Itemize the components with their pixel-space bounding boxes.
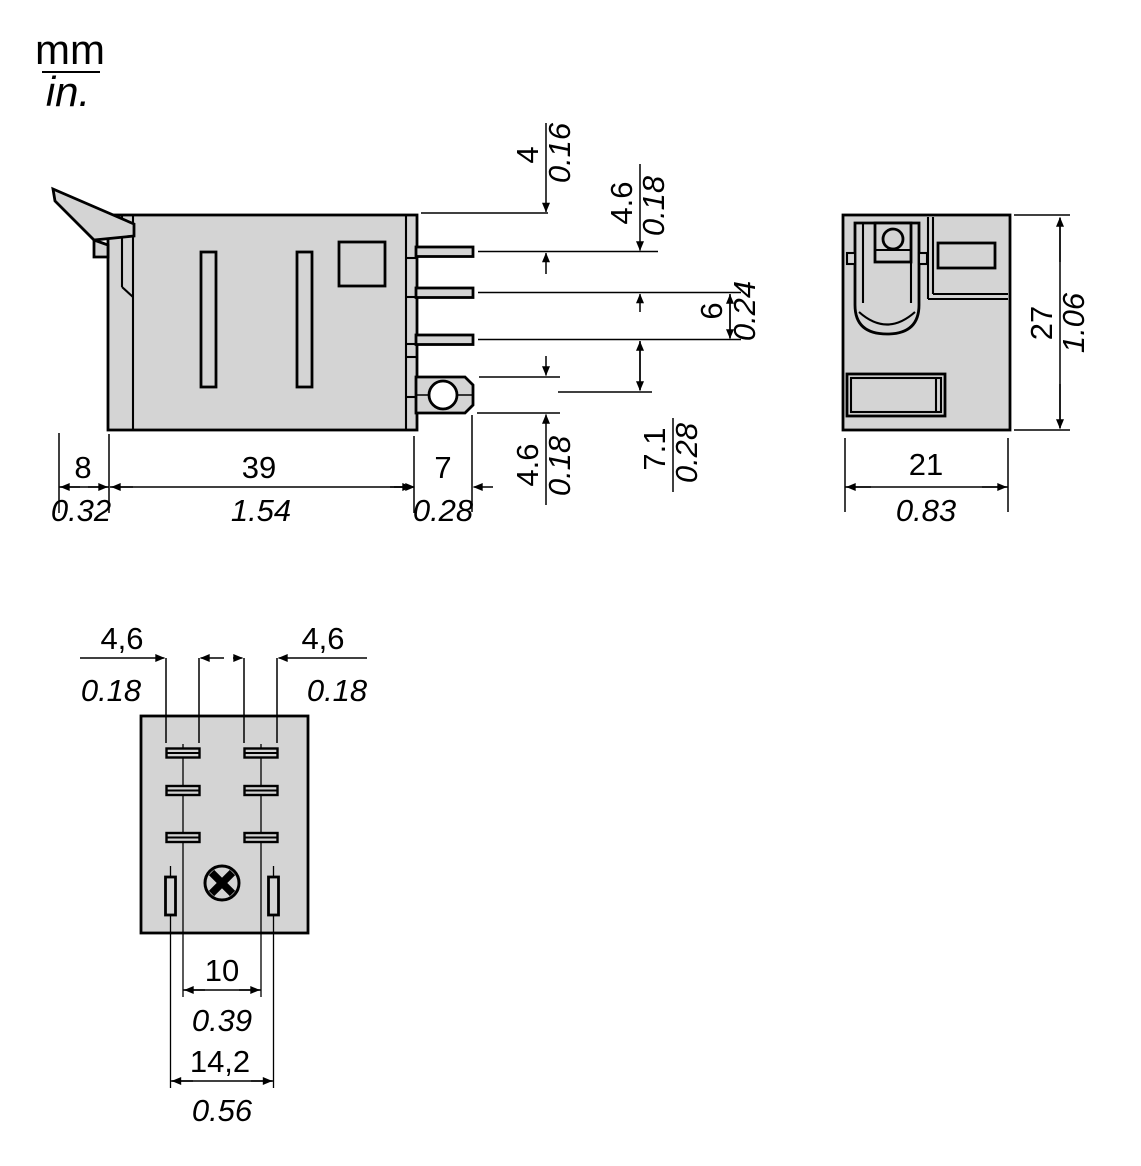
coil-pin-left: [164, 875, 177, 917]
pin-2: [414, 286, 475, 299]
left-tab: [845, 251, 857, 266]
flag-terminal: [414, 375, 475, 415]
dim-width-mm: 21: [909, 447, 943, 482]
dim-lever-offset-mm: 8: [74, 450, 91, 485]
side-slot-2: [295, 250, 314, 389]
bottom-view: 4,6 0.18 4,6 0.18 10 0.39 14,2 0.56: [80, 621, 368, 1128]
test-button-assembly: [845, 221, 929, 336]
dim-top-to-pin1-in: 0.16: [542, 122, 577, 183]
coil-pin-right: [267, 875, 280, 917]
dim-height-mm: 27: [1024, 306, 1059, 340]
test-button-dot: [881, 227, 905, 251]
side-window: [337, 240, 387, 288]
side-view-dimensions: 4 0.16 4.6 0.18 6 0.24 7.1 0.28 4.6 0.18: [51, 122, 762, 528]
side-slot-1: [199, 250, 218, 389]
dim-width-in: 0.83: [896, 493, 956, 528]
dim-slot-right-mm: 4,6: [301, 621, 344, 656]
front-view: 27 1.06 21 0.83: [841, 213, 1091, 528]
pin-1: [414, 245, 475, 258]
dim-body-length-in: 1.54: [231, 493, 291, 528]
dim-pin1-to-pin2-in: 0.18: [636, 175, 671, 236]
dim-terminal-height-in: 0.18: [542, 435, 577, 496]
dim-pin3-to-terminal-in: 0.28: [669, 422, 704, 483]
screw-symbol: [203, 864, 241, 902]
dim-terminal-proj-in: 0.28: [413, 493, 474, 528]
dim-span-inner-mm: 10: [205, 953, 239, 988]
units-legend: mm in.: [35, 26, 105, 115]
side-view: 4 0.16 4.6 0.18 6 0.24 7.1 0.28 4.6 0.18: [51, 122, 762, 528]
dim-pin1-to-pin2-mm: 4.6: [604, 181, 639, 224]
dim-height-in: 1.06: [1056, 292, 1091, 353]
terminal-hole: [427, 379, 459, 411]
marking-plate: [845, 372, 947, 418]
metric-unit-label: mm: [35, 26, 105, 73]
dim-pin2-to-pin3-mm: 6: [694, 302, 729, 319]
dim-pin3-to-terminal-mm: 7.1: [637, 427, 672, 470]
dim-terminal-height-mm: 4.6: [510, 443, 545, 486]
dim-top-to-pin1-mm: 4: [510, 146, 545, 163]
dim-terminal-proj-mm: 7: [434, 450, 451, 485]
dim-span-outer-mm: 14,2: [190, 1044, 250, 1079]
right-tab: [917, 251, 929, 266]
imperial-unit-label: in.: [46, 68, 90, 115]
release-lever: [51, 186, 136, 242]
dim-span-outer-in: 0.56: [192, 1093, 253, 1128]
label-area: [926, 217, 1008, 301]
dim-slot-left-mm: 4,6: [100, 621, 143, 656]
dim-body-length-mm: 39: [242, 450, 276, 485]
pin-3: [414, 333, 475, 346]
dim-pin2-to-pin3-in: 0.24: [727, 281, 762, 341]
dim-span-inner-in: 0.39: [192, 1003, 252, 1038]
contact-slots: [165, 747, 279, 844]
release-lever-foot: [92, 238, 110, 259]
dim-lever-offset-in: 0.32: [51, 493, 111, 528]
dim-slot-right-in: 0.18: [307, 673, 368, 708]
bottom-view-dimensions: 4,6 0.18 4,6 0.18 10 0.39 14,2 0.56: [80, 621, 368, 1128]
dim-slot-left-in: 0.18: [81, 673, 142, 708]
label-window: [936, 241, 997, 270]
front-view-dimensions: 27 1.06 21 0.83: [844, 214, 1091, 528]
